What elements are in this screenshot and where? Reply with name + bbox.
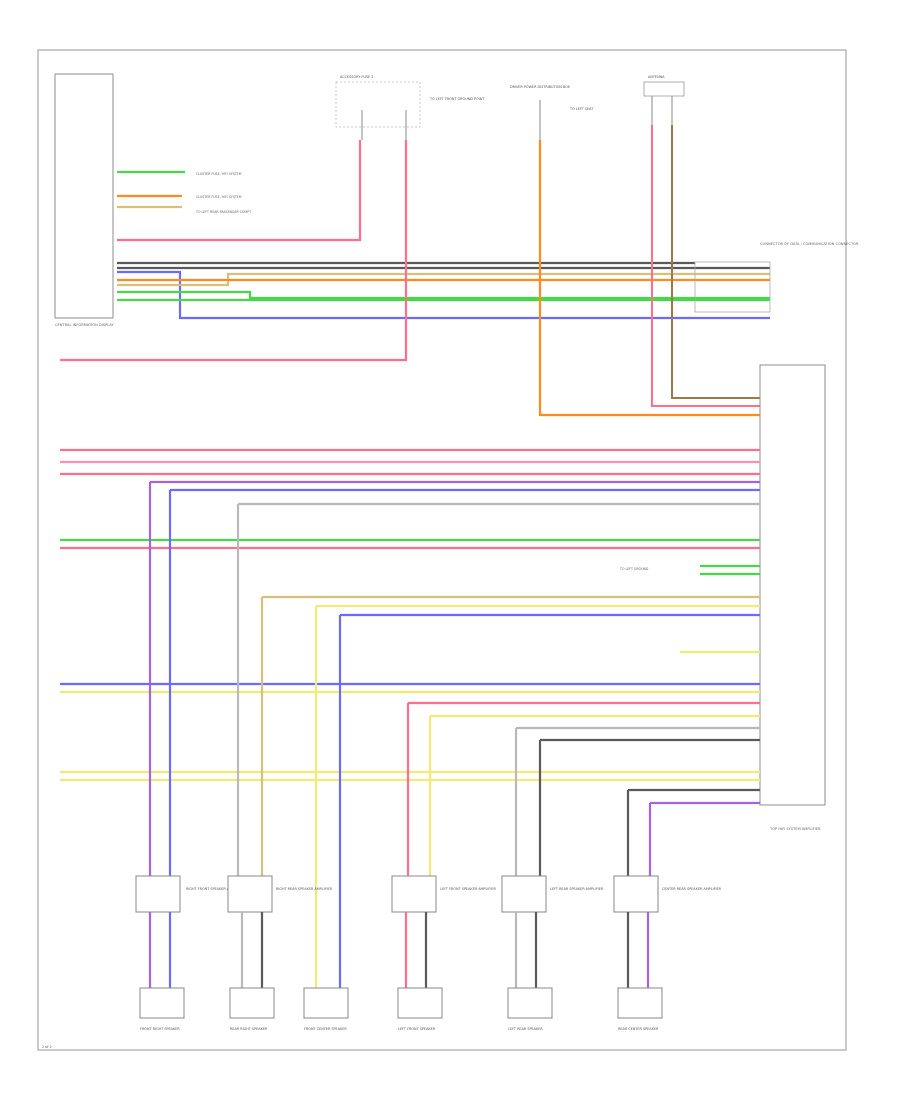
speaker-amp-2: RIGHT REAR SPEAKER AMPLIFIER: [227, 875, 333, 913]
svg-text:FRONT CENTER SPEAKER: FRONT CENTER SPEAKER: [304, 1027, 347, 1031]
driver-fuse-note: TO LEFT SEAT: [569, 107, 594, 111]
driver-fuse-label: DRIVER POWER DISTRIBUTION BOX: [510, 85, 571, 89]
wire-orange-amp: [538, 140, 760, 417]
wire-antenna-red: [651, 125, 760, 407]
central-info-display-label: CENTRAL INFORMATION DISPLAY: [55, 323, 114, 327]
speaker-1: FRONT RIGHT SPEAKER: [139, 987, 185, 1031]
amplifier-harness: [60, 448, 760, 805]
top-fuse-label: ACCESSORY FUSE 2: [340, 75, 373, 79]
note-left-ground: TO LEFT GROUND: [619, 567, 649, 571]
wire-green-main: [117, 290, 770, 300]
speaker-drops: [148, 482, 652, 990]
speaker-5: LEFT REAR SPEAKER: [507, 987, 553, 1031]
svg-text:RIGHT FRONT SPEAKER AMPLIFIER: RIGHT FRONT SPEAKER AMPLIFIER: [186, 887, 245, 891]
speaker-4: LEFT FRONT SPEAKER: [397, 987, 443, 1031]
top-fuse-note: TO LEFT FRONT GROUND POINT: [429, 97, 485, 101]
svg-text:LEFT FRONT SPEAKER AMPLIFIER: LEFT FRONT SPEAKER AMPLIFIER: [440, 887, 496, 891]
upper-harness: [117, 140, 770, 320]
wire-blue-main: [117, 270, 770, 320]
speaker-leads: [148, 912, 650, 990]
svg-text:LEFT REAR SPEAKER AMPLIFIER: LEFT REAR SPEAKER AMPLIFIER: [550, 887, 604, 891]
speaker-3: FRONT CENTER SPEAKER: [303, 987, 349, 1031]
svg-text:LEFT FRONT SPEAKER: LEFT FRONT SPEAKER: [398, 1027, 436, 1031]
speaker-amp-4: LEFT FRONT SPEAKER AMPLIFIER: [391, 875, 496, 913]
page-footer: 2 of 2: [42, 1045, 52, 1049]
wire-red-left: [60, 140, 408, 362]
top-fuse-block: ACCESSORY FUSE 2 TO LEFT FRONT GROUND PO…: [335, 75, 485, 140]
speaker-amp-5: LEFT REAR SPEAKER AMPLIFIER: [501, 875, 604, 913]
svg-text:REAR RIGHT SPEAKER: REAR RIGHT SPEAKER: [230, 1027, 268, 1031]
speaker-2: REAR RIGHT SPEAKER: [229, 987, 275, 1031]
note-fuse-a: CLUSTER FUSE, HIFI SYSTEM: [196, 172, 242, 176]
svg-text:REAR CENTER SPEAKER: REAR CENTER SPEAKER: [618, 1027, 659, 1031]
driver-fuse-block: DRIVER POWER DISTRIBUTION BOX TO LEFT SE…: [510, 85, 594, 140]
speaker-amp-6: CENTER REAR SPEAKER AMPLIFIER: [613, 875, 722, 913]
svg-text:FRONT RIGHT SPEAKER: FRONT RIGHT SPEAKER: [140, 1027, 180, 1031]
right-connector-box: [694, 261, 771, 313]
svg-text:RIGHT REAR SPEAKER AMPLIFIER: RIGHT REAR SPEAKER AMPLIFIER: [276, 887, 333, 891]
note-fuse-c: TO LEFT REAR PASSENGER COMPT: [195, 210, 251, 214]
svg-text:LEFT REAR SPEAKER: LEFT REAR SPEAKER: [508, 1027, 543, 1031]
central-information-display: CENTRAL INFORMATION DISPLAY: [54, 73, 114, 327]
speaker-6: REAR CENTER SPEAKER: [617, 987, 663, 1031]
note-fuse-b: CLUSTER FUSE, HIFI SYSTEM: [196, 195, 242, 199]
wire-red-fuse-top: [117, 140, 362, 242]
amplifier-label: TOP HIFI SYSTEM AMPLIFIER: [769, 827, 821, 831]
wire-antenna-brown: [671, 125, 760, 399]
antenna-block: ANTENNA: [643, 75, 685, 125]
diagram-frame: [37, 49, 847, 1051]
speaker-amp-1: RIGHT FRONT SPEAKER AMPLIFIER: [135, 875, 245, 913]
svg-text:CENTER REAR SPEAKER AMPLIFIER: CENTER REAR SPEAKER AMPLIFIER: [662, 887, 722, 891]
hifi-amplifier: TOP HIFI SYSTEM AMPLIFIER: [759, 364, 826, 831]
antenna-label: ANTENNA: [648, 75, 665, 79]
right-connector-label: CONNECTOR OF DATA / COMMUNICATION CONNEC…: [760, 242, 859, 246]
